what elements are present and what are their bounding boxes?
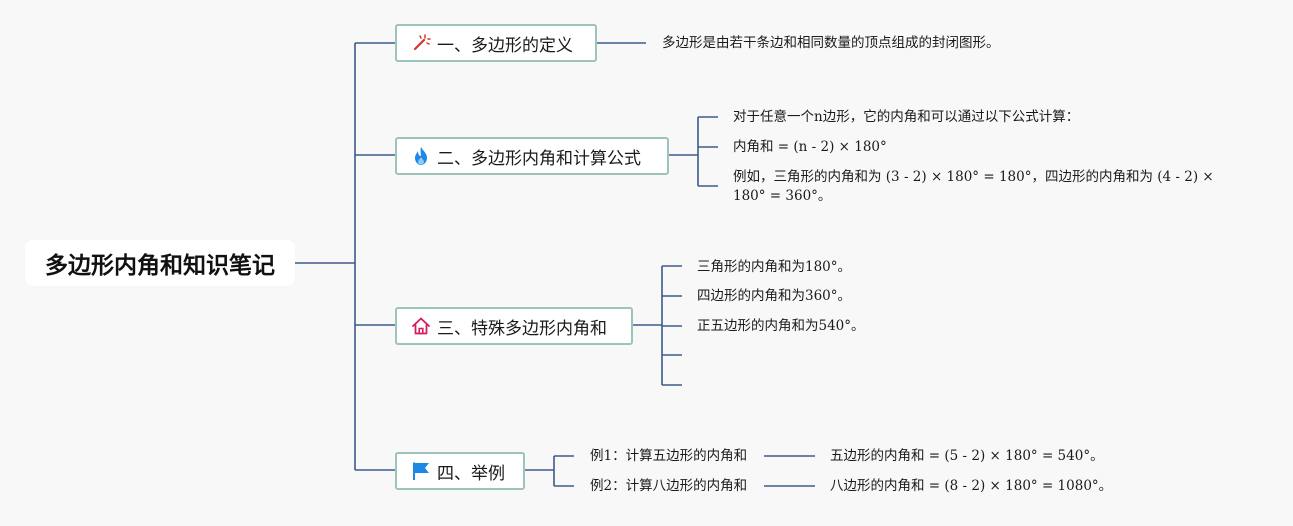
leaf-text: 对于任意一个n边形，它的内角和可以通过以下公式计算： (733, 109, 1080, 125)
leaf-text: 三角形的内角和为180°。 (697, 259, 852, 275)
leaf-text: 例如，三角形的内角和为 (3 - 2) × 180° = 180°，四边形的内角… (733, 169, 1214, 204)
leaf-text: 四边形的内角和为360°。 (697, 288, 852, 304)
branch-label: 四、举例 (437, 463, 505, 484)
example-leaf: 例2：计算八边形的内角和 (590, 478, 748, 494)
branch-label: 二、多边形内角和计算公式 (437, 148, 641, 169)
magic-wand-icon (411, 33, 431, 53)
root-topic[interactable]: 多边形内角和知识笔记 (25, 240, 295, 286)
root-title: 多边形内角和知识笔记 (45, 253, 275, 279)
example-result: 五边形的内角和 = (5 - 2) × 180° = 540°。 (830, 448, 1104, 464)
branch-label: 一、多边形的定义 (437, 35, 573, 56)
flame-icon (411, 146, 431, 166)
house-icon (411, 316, 431, 336)
example-result: 八边形的内角和 = (8 - 2) × 180° = 1080°。 (830, 478, 1113, 494)
leaf-text: 多边形是由若干条边和相同数量的顶点组成的封闭图形。 (662, 35, 1000, 51)
flag-icon (411, 461, 431, 481)
branch-examples[interactable]: 四、举例 (395, 452, 525, 490)
branch-definition[interactable]: 一、多边形的定义 (395, 24, 597, 62)
leaf-text: 正五边形的内角和为540°。 (697, 318, 865, 334)
leaf-text: 内角和 = (n - 2) × 180° (733, 139, 887, 155)
branch-formula[interactable]: 二、多边形内角和计算公式 (395, 137, 669, 175)
branch-label: 三、特殊多边形内角和 (437, 318, 607, 339)
branch-special-polygons[interactable]: 三、特殊多边形内角和 (395, 307, 633, 345)
example-leaf: 例1：计算五边形的内角和 (590, 448, 748, 464)
